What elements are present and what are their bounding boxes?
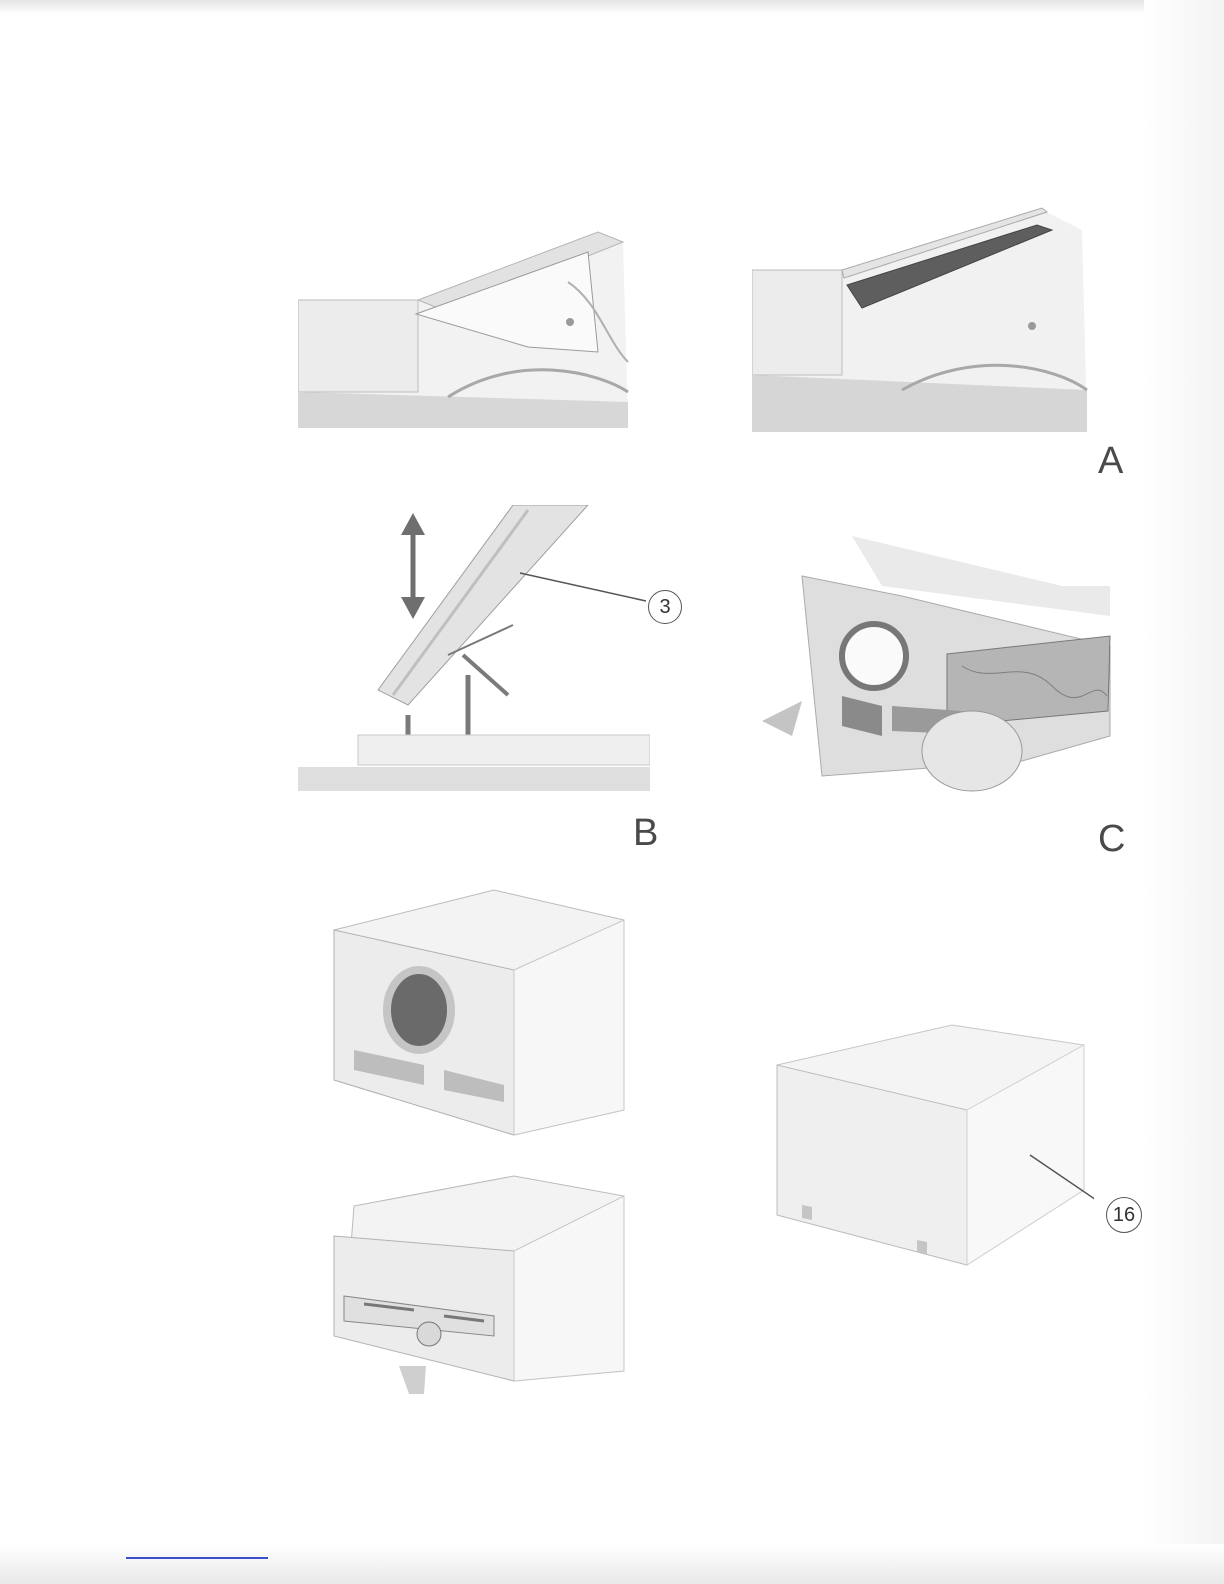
scan-edge-bottom — [0, 1544, 1224, 1584]
photo-a-paper-insert — [298, 212, 630, 428]
callout-3: 3 — [648, 590, 682, 624]
photo-cover-closed — [772, 1010, 1094, 1272]
figure-label-a: A — [1098, 440, 1124, 483]
photo-a-dark-insert — [752, 200, 1092, 432]
scan-edge-top — [0, 0, 1224, 14]
photo-b-lid-raised — [298, 505, 650, 791]
photo-c-front-paper — [762, 536, 1112, 804]
figure-label-c: C — [1098, 818, 1126, 861]
callout-16: 16 — [1106, 1197, 1142, 1233]
photo-cover-front-lens — [314, 880, 636, 1138]
scan-edge-right — [1144, 0, 1224, 1584]
photo-cover-rear-controls — [314, 1166, 636, 1402]
footer-rule — [126, 1557, 268, 1559]
figure-label-b: B — [633, 812, 659, 855]
